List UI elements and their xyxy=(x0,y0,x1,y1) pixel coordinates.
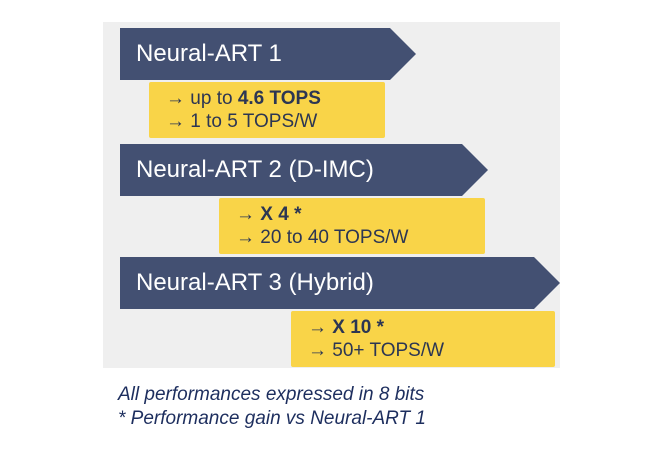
level-1-efficiency: → 1 to 5 TOPS/W xyxy=(166,111,318,132)
footnotes: All performances expressed in 8 bits * P… xyxy=(118,383,426,431)
level-1-performance-prefix: → up to xyxy=(166,88,238,109)
level-3-performance-prefix: → xyxy=(308,317,333,338)
level-1-performance-value: 4.6 TOPS xyxy=(237,88,321,109)
footnote-performance-gain: * Performance gain vs Neural-ART 1 xyxy=(118,408,426,429)
level-3-performance: → X 10 * xyxy=(308,316,555,339)
level-1-title: Neural-ART 1 xyxy=(136,40,282,67)
level-3-efficiency: → 50+ TOPS/W xyxy=(308,340,445,361)
level-1-title-arrow: Neural-ART 1 xyxy=(120,28,416,80)
level-2-performance-value: X 4 * xyxy=(260,204,302,225)
level-2-performance-prefix: → xyxy=(236,204,261,225)
level-2-specs-box: → X 4 * → 20 to 40 TOPS/W xyxy=(219,198,485,254)
level-2-title: Neural-ART 2 (D-IMC) xyxy=(136,156,374,183)
level-2-title-arrow: Neural-ART 2 (D-IMC) xyxy=(120,144,488,196)
level-3-specs-box: → X 10 * → 50+ TOPS/W xyxy=(291,311,555,367)
level-3-title-arrow: Neural-ART 3 (Hybrid) xyxy=(120,257,560,309)
level-2-performance: → X 4 * xyxy=(236,203,485,226)
level-2-efficiency: → 20 to 40 TOPS/W xyxy=(236,227,409,248)
footnote-bit-precision: All performances expressed in 8 bits xyxy=(118,384,425,405)
level-1-specs-box: → up to 4.6 TOPS → 1 to 5 TOPS/W xyxy=(149,82,385,138)
level-3-performance-value: X 10 * xyxy=(332,317,385,338)
level-1-performance: → up to 4.6 TOPS xyxy=(166,87,385,110)
level-3-title: Neural-ART 3 (Hybrid) xyxy=(136,269,374,296)
